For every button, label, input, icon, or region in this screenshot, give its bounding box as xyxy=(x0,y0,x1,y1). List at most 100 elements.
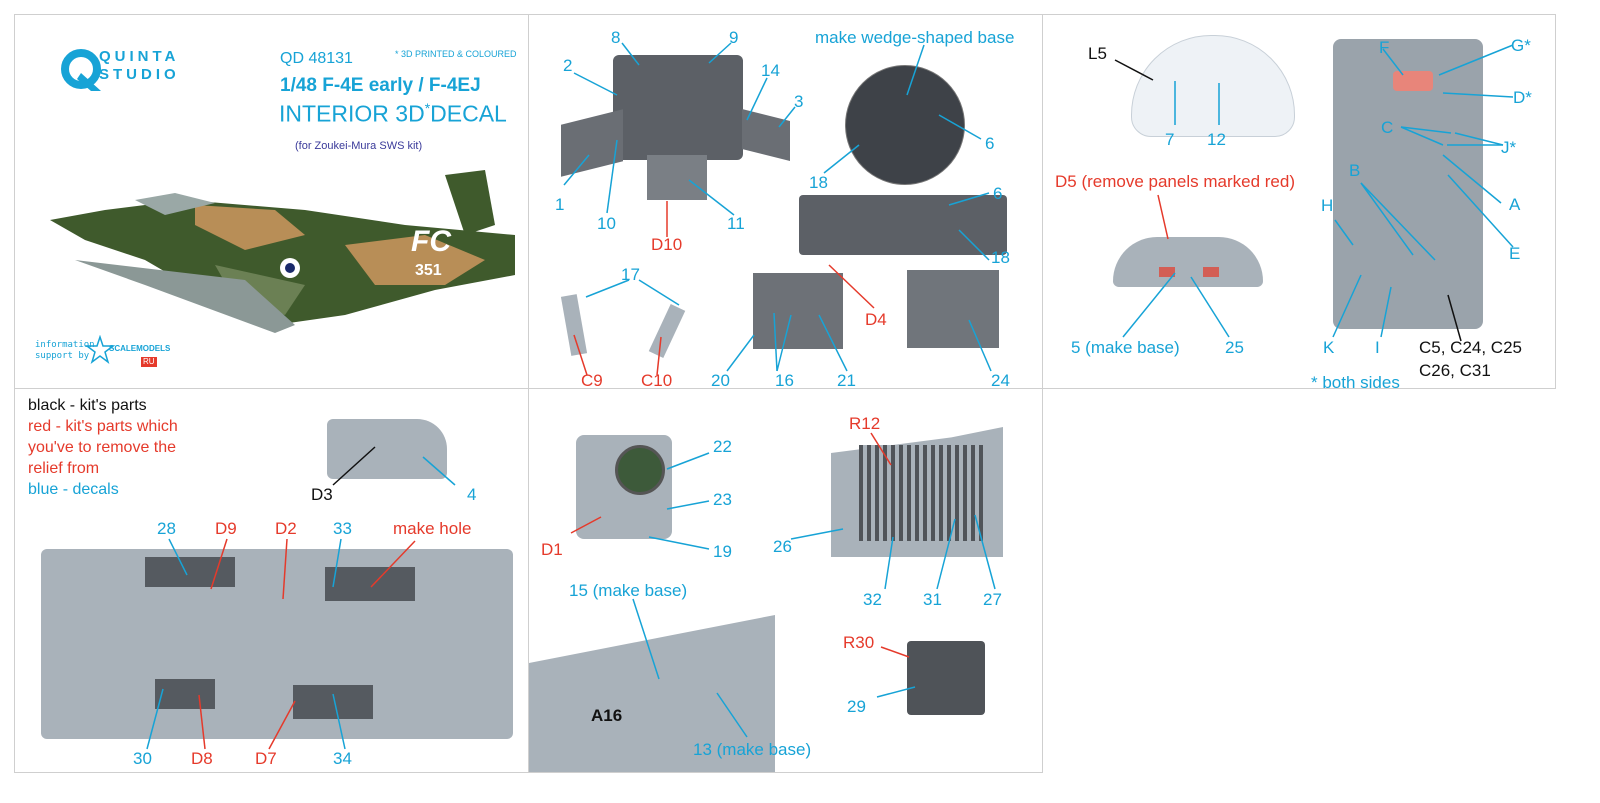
label-r12: R12 xyxy=(849,414,881,433)
tub-lower-console-rear xyxy=(293,685,373,719)
seat-canopy-section: L5 7 12 D5 (remove panels marked red) 5 … xyxy=(1042,14,1556,389)
label-c9: C9 xyxy=(581,371,603,389)
label-15-make-base: 15 (make base) xyxy=(569,581,688,600)
rear-console-right xyxy=(907,270,999,348)
label-10: 10 xyxy=(597,214,616,233)
seat-parts-line-2: C26, C31 xyxy=(1419,361,1491,380)
label-33: 33 xyxy=(333,519,352,538)
label-7: 7 xyxy=(1165,130,1175,149)
label-d7: D7 xyxy=(255,749,277,768)
partner-suffix: RU xyxy=(141,357,157,367)
label-16: 16 xyxy=(775,371,794,389)
label-l5: L5 xyxy=(1088,44,1107,63)
d5-note: D5 (remove panels marked red) xyxy=(1055,172,1295,191)
star-icon xyxy=(85,335,115,364)
make-hole-note: make hole xyxy=(393,519,472,538)
label-d10: D10 xyxy=(651,235,683,254)
label-d4: D4 xyxy=(865,310,887,329)
side-console-section: 22 23 19 D1 15 (make base) A16 13 (make … xyxy=(528,388,1043,773)
leader-lines-consoles xyxy=(570,432,996,738)
label-18-closeup: 18 xyxy=(809,173,828,192)
tub-upper-console-rear xyxy=(325,567,415,601)
part-d3 xyxy=(327,419,447,479)
label-g-star: G* xyxy=(1511,36,1531,55)
product-code: QD 48131 xyxy=(280,50,353,67)
label-23: 23 xyxy=(713,490,732,509)
legend-blue: blue - decals xyxy=(28,481,119,498)
label-30: 30 xyxy=(133,749,152,768)
subtitle-end: DECAL xyxy=(430,100,507,127)
label-8: 8 xyxy=(611,28,621,47)
legend-red-1: red - kit's parts which xyxy=(28,418,178,435)
label-2: 2 xyxy=(563,56,573,75)
rear-instrument-panel xyxy=(799,195,1007,255)
label-1: 1 xyxy=(555,195,565,214)
label-13-make-base: 13 (make base) xyxy=(693,740,812,759)
r12-switch-grid xyxy=(859,445,985,541)
label-9: 9 xyxy=(729,28,739,47)
label-22: 22 xyxy=(713,437,732,456)
label-k: K xyxy=(1323,338,1335,357)
label-j-star: J* xyxy=(1501,138,1517,157)
cockpit-tub-section: black - kit's parts red - kit's parts wh… xyxy=(14,388,529,773)
label-32: 32 xyxy=(863,590,882,609)
label-27: 27 xyxy=(983,590,1002,609)
cockpit-tub xyxy=(41,549,513,739)
gauge-cluster-closeup xyxy=(845,65,965,185)
aircraft-serial-marking: 351 xyxy=(415,262,442,279)
label-3: 3 xyxy=(794,92,804,111)
both-sides-note: * both sides xyxy=(1311,373,1400,389)
label-f: F xyxy=(1379,38,1390,57)
label-b: B xyxy=(1349,161,1361,180)
wedge-note: make wedge-shaped base xyxy=(815,28,1015,47)
label-d-star: D* xyxy=(1513,88,1532,107)
subtitle-main: INTERIOR 3D xyxy=(279,100,425,127)
part-r30-panel xyxy=(907,641,985,715)
label-24: 24 xyxy=(991,371,1010,389)
seat-parts-line-1: C5, C24, C25 xyxy=(1419,338,1522,357)
red-panel-right xyxy=(1203,267,1219,277)
label-31: 31 xyxy=(923,590,942,609)
color-legend: black - kit's parts red - kit's parts wh… xyxy=(28,395,178,500)
legend-red-2: you've to remove the xyxy=(28,439,177,456)
label-18-rear: 18 xyxy=(991,248,1010,267)
label-34: 34 xyxy=(333,749,352,768)
label-c10: C10 xyxy=(641,371,673,389)
label-6-closeup: 6 xyxy=(985,134,995,153)
label-28: 28 xyxy=(157,519,176,538)
product-subtitle: INTERIOR 3D*DECAL xyxy=(279,101,507,126)
instrument-panel-section: 8 9 2 14 3 1 10 11 17 20 16 21 24 6 18 6… xyxy=(528,14,1043,389)
header-panel: QUINTA STUDIO QD 48131 * 3D PRINTED & CO… xyxy=(14,14,529,389)
kit-note: (for Zoukei-Mura SWS kit) xyxy=(295,140,423,152)
product-title: 1/48 F-4E early / F-4EJ xyxy=(280,75,481,96)
red-panel-left xyxy=(1159,267,1175,277)
label-r30: R30 xyxy=(843,633,875,652)
main-instrument-panel xyxy=(613,55,743,160)
label-h: H xyxy=(1321,196,1334,215)
label-i: I xyxy=(1375,338,1380,357)
logo-top-text: QUINTA xyxy=(99,48,180,65)
subtitle-star: * xyxy=(424,100,431,116)
label-29: 29 xyxy=(847,697,866,716)
label-a: A xyxy=(1509,195,1521,214)
rear-console-left xyxy=(753,273,843,349)
scalemodels-logo: SCALEMODELS RU xyxy=(85,333,170,369)
leader-lines-seat xyxy=(1114,44,1514,342)
label-c: C xyxy=(1381,118,1394,137)
seat-headrest-red xyxy=(1393,71,1433,91)
label-6-rear: 6 xyxy=(993,184,1003,203)
f4-aircraft-illustration xyxy=(50,170,515,333)
label-d9: D9 xyxy=(215,519,237,538)
leader-lines-tub xyxy=(146,446,456,750)
center-console-upper xyxy=(647,155,707,200)
label-5-make-base: 5 (make base) xyxy=(1071,338,1180,357)
label-4: 4 xyxy=(467,485,477,504)
label-a16: A16 xyxy=(591,706,623,725)
label-19: 19 xyxy=(713,542,732,561)
partner-name: SCALEMODELS xyxy=(109,344,171,353)
info-line-2: support by xyxy=(35,351,90,361)
label-e: E xyxy=(1509,244,1521,263)
quinta-logo: QUINTA STUDIO xyxy=(59,45,209,99)
scope-screen xyxy=(615,445,665,495)
label-d3: D3 xyxy=(311,485,333,504)
